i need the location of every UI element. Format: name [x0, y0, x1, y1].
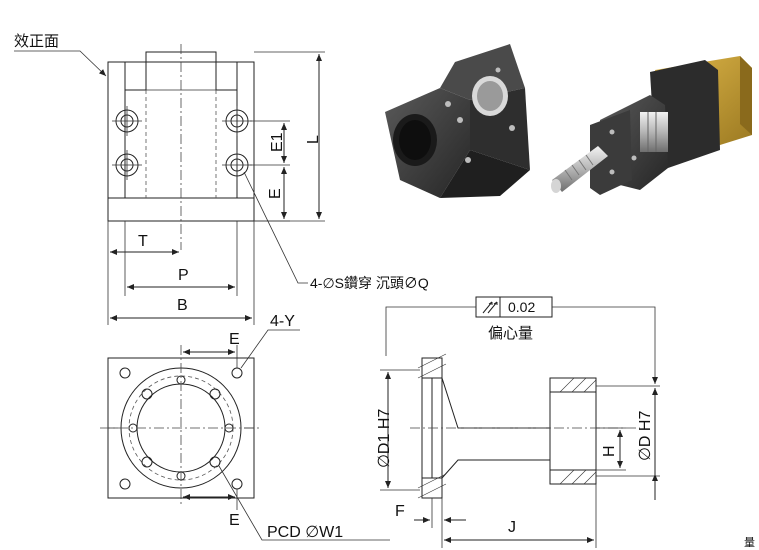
dim-E1-label: E1 — [269, 132, 286, 152]
assembly-3d-render — [551, 56, 752, 195]
counterbore-hole-tr — [222, 106, 252, 136]
dim-E-label: E — [267, 188, 284, 199]
counterbore-hole-br — [222, 150, 252, 180]
dim-T-label: T — [138, 233, 148, 250]
pcd-label: PCD ∅W1 — [267, 524, 343, 541]
dim-L-label: L — [305, 135, 322, 144]
dim-H-label: H — [601, 445, 618, 457]
dim-E-top-label: E — [229, 331, 240, 348]
dim-D1-label: ∅D1 H7 — [376, 409, 393, 468]
tolerance-note-label: 偏心量 — [488, 324, 533, 342]
dim-E-bottom-label: E — [229, 512, 240, 529]
dim-D-label: ∅D H7 — [637, 411, 654, 461]
dim-B-label: B — [177, 297, 188, 314]
hole-note-label: 4-∅S鑽穿 沉頭∅Q — [310, 275, 429, 291]
dim-J-label: J — [508, 519, 516, 536]
dim-P-label: P — [178, 267, 189, 284]
face-note-label: 效正面 — [14, 32, 59, 50]
dim-F-label: F — [395, 503, 405, 520]
bracket-3d-render — [385, 44, 530, 198]
counterbore-hole-tl — [112, 106, 142, 136]
counterbore-hole-bl — [112, 150, 142, 180]
top-view: E 4-Y E PCD ∅W1 — [100, 313, 390, 541]
holes-Y-label: 4-Y — [270, 313, 295, 330]
front-view: 效正面 — [14, 32, 429, 325]
tolerance-value: 0.02 — [508, 299, 535, 315]
section-view: 0.02 偏心量 ∅D1 H7 — [376, 296, 660, 548]
corner-glyph: 量 — [744, 536, 755, 549]
